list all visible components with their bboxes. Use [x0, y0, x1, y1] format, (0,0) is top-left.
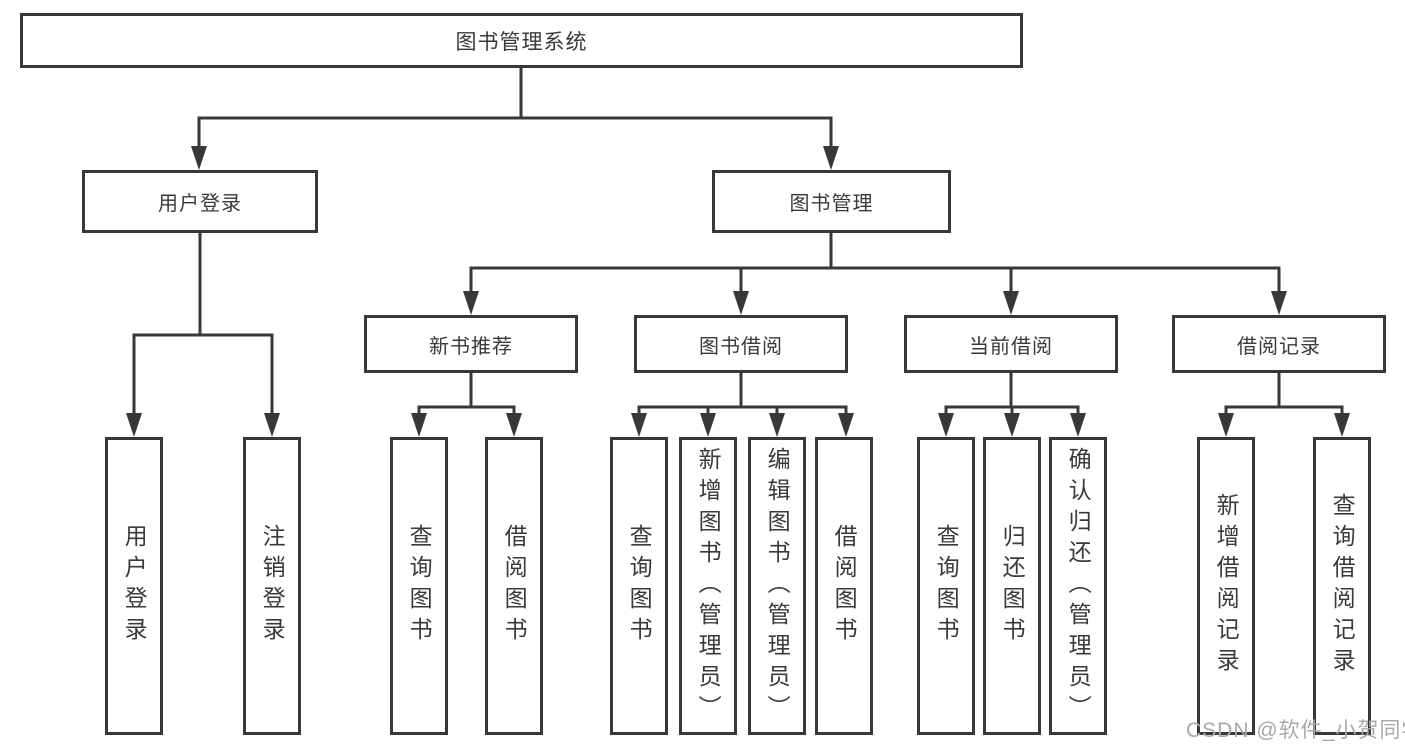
csdn-watermark: CSDN @软件_小贺同学 — [1186, 719, 1405, 742]
node-library-system: 图书管理系统 — [20, 13, 1023, 68]
leaf-confirm-return-admin: 确认归还（管理员） — [1049, 437, 1107, 735]
node-book-borrow: 图书借阅 — [634, 315, 848, 373]
leaf-query-books-recommend: 查询图书 — [390, 437, 448, 735]
node-book-management: 图书管理 — [712, 170, 951, 233]
leaf-edit-book-admin: 编辑图书（管理员） — [748, 437, 806, 735]
leaf-add-borrow-record: 新增借阅记录 — [1197, 437, 1255, 735]
leaf-query-books-borrow: 查询图书 — [610, 437, 668, 735]
node-user-login: 用户登录 — [82, 170, 318, 233]
node-current-borrow: 当前借阅 — [904, 315, 1118, 373]
leaf-user-login: 用户登录 — [105, 437, 163, 735]
leaf-query-borrow-record: 查询借阅记录 — [1313, 437, 1371, 735]
leaf-borrow-books: 借阅图书 — [815, 437, 873, 735]
leaf-return-book: 归还图书 — [983, 437, 1041, 735]
node-new-book-recommend: 新书推荐 — [364, 315, 578, 373]
leaf-borrow-books-recommend: 借阅图书 — [485, 437, 543, 735]
leaf-logout: 注销登录 — [243, 437, 301, 735]
leaf-add-book-admin: 新增图书（管理员） — [679, 437, 737, 735]
node-borrow-records: 借阅记录 — [1172, 315, 1386, 373]
leaf-query-books-current: 查询图书 — [917, 437, 975, 735]
